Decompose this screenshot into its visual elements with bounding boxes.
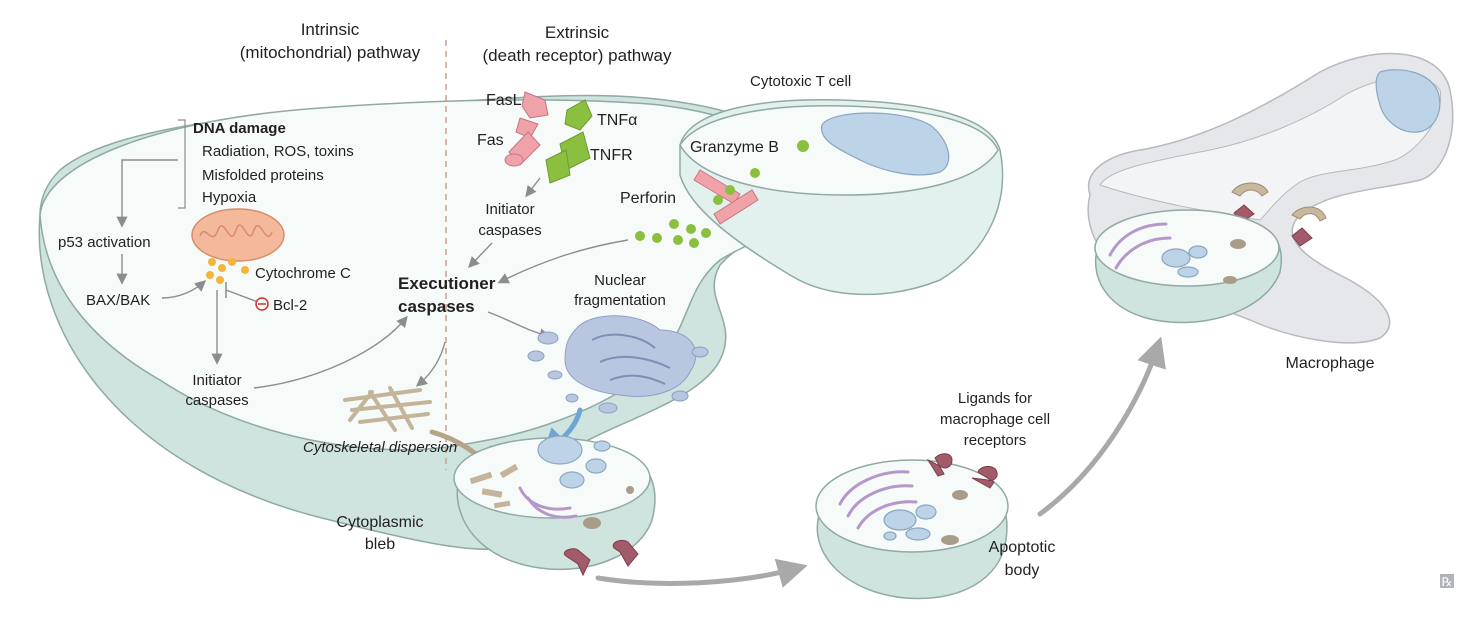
- macrophage-receptor-icons: [1231, 182, 1327, 247]
- cytoplasmic-bleb: [453, 435, 656, 577]
- mitochondrion-icon: [191, 208, 285, 262]
- granzyme-particles: [635, 168, 760, 248]
- cytochrome-c-particles: [206, 258, 249, 284]
- arrow-initiator-to-executioner: [253, 315, 408, 389]
- macrophage-nucleus: [1375, 69, 1441, 133]
- apoptotic-body: [815, 453, 1009, 600]
- arrow-bax-to-mito: [161, 280, 207, 299]
- arrow-apoptotic-to-macrophage: [1037, 336, 1166, 517]
- cytoskeletal-label: Cytoskeletal dispersion: [303, 439, 457, 456]
- bcl2-label: Bcl-2: [273, 297, 307, 314]
- radiation-label: Radiation, ROS, toxins: [202, 143, 354, 160]
- arrow-executioner-to-cytoskeleton: [415, 341, 446, 387]
- arrow-granzyme-to-executioner: [497, 239, 629, 284]
- ligands-line2: macrophage cell: [940, 411, 1050, 428]
- engulfed-apoptotic-body: [1094, 209, 1282, 324]
- rx-logo: ℞: [1440, 574, 1454, 589]
- bcl2-inhibition-line: [225, 289, 259, 303]
- granzyme-b-particle: [797, 140, 809, 152]
- apoptotic-body-ligand-icon: [926, 453, 998, 489]
- fas-receptor-icon: [504, 131, 541, 167]
- misfolded-label: Misfolded proteins: [202, 167, 324, 184]
- extrinsic-title-line1: Extrinsic: [545, 23, 610, 42]
- cytotoxic-t-cell-label: Cytotoxic T cell: [750, 73, 851, 90]
- executioner-line1: Executioner: [398, 274, 496, 293]
- executioner-line2: caspases: [398, 297, 475, 316]
- intrinsic-title-line2: (mitochondrial) pathway: [240, 43, 421, 62]
- nuclear-frag-line2: fragmentation: [574, 292, 666, 309]
- cytochrome-c-label: Cytochrome C: [255, 265, 351, 282]
- apoptotic-body-line2: body: [1005, 562, 1040, 579]
- cytoplasmic-bleb-line2: bleb: [365, 536, 395, 553]
- bleb-nucleus-fragments: [537, 435, 611, 489]
- initiator-left-line2: caspases: [185, 392, 248, 409]
- cytoskeleton-fibers: [343, 386, 432, 432]
- arrow-initiator-right-to-executioner: [468, 242, 493, 269]
- fas-label: Fas: [477, 132, 504, 149]
- tnf-alpha-icon: [564, 99, 593, 131]
- hypoxia-label: Hypoxia: [202, 189, 257, 206]
- arrow-receptor-to-initiator: [525, 177, 541, 198]
- extrinsic-title-line2: (death receptor) pathway: [483, 46, 672, 65]
- initiator-right-line2: caspases: [478, 222, 541, 239]
- bax-bak-label: BAX/BAK: [86, 292, 150, 309]
- nuclear-frag-line1: Nuclear: [594, 272, 646, 289]
- initiator-right-line1: Initiator: [485, 201, 534, 218]
- dna-damage-label: DNA damage: [193, 120, 286, 137]
- bleb-ligand-icon: [564, 539, 639, 577]
- perforin-label: Perforin: [620, 190, 676, 207]
- dna-damage-bracket: [178, 119, 186, 209]
- p53-label: p53 activation: [58, 234, 151, 251]
- arrow-to-p53: [116, 159, 178, 228]
- t-cell-nucleus: [821, 112, 950, 176]
- arrow-bleb-to-apoptotic-body: [595, 558, 808, 588]
- cytoplasmic-bleb-line1: Cytoplasmic: [336, 514, 423, 531]
- ligands-line1: Ligands for: [958, 390, 1032, 407]
- macrophage-label: Macrophage: [1286, 355, 1375, 372]
- intrinsic-title-line1: Intrinsic: [301, 20, 360, 39]
- tnf-alpha-label: TNFα: [597, 112, 637, 129]
- svg-text:℞: ℞: [1442, 575, 1453, 589]
- fasl-label: FasL: [486, 92, 522, 109]
- apoptotic-body-nucleus: [883, 504, 937, 541]
- apoptotic-body-line1: Apoptotic: [989, 539, 1056, 556]
- tnfr-icon: [545, 131, 591, 184]
- initiator-left-line1: Initiator: [192, 372, 241, 389]
- fragmented-nucleus: [527, 315, 709, 414]
- fasl-icon: [515, 91, 549, 139]
- tnfr-label: TNFR: [590, 147, 633, 164]
- bleb-cytoskeleton-fragments: [469, 463, 519, 509]
- perforin-pore-icon: [693, 169, 759, 225]
- ligands-line3: receptors: [964, 432, 1027, 449]
- granzyme-b-label: Granzyme B: [690, 139, 779, 156]
